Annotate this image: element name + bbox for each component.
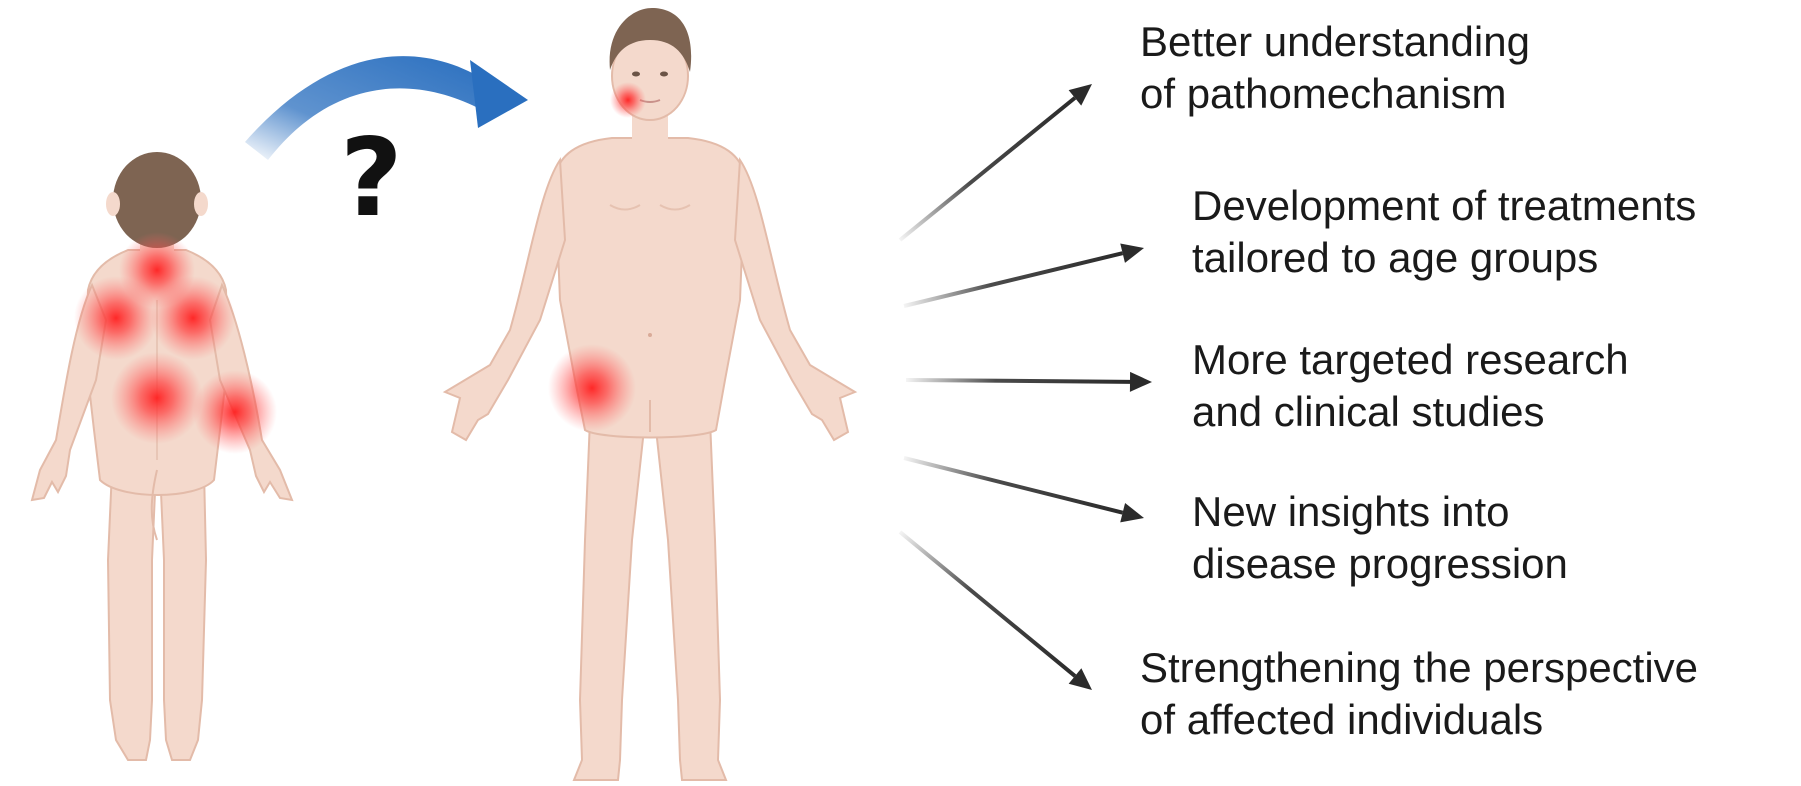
arrow-icon-2 <box>1120 243 1144 262</box>
outcome-5-line-2: of affected individuals <box>1140 694 1698 746</box>
pain-spot-hip <box>548 344 636 432</box>
arrow-icon-3 <box>1130 372 1152 392</box>
outcome-2-line-2: tailored to age groups <box>1192 232 1696 284</box>
pain-spot-lower-back <box>111 352 203 444</box>
outcome-2-line-1: Development of treatments <box>1192 180 1696 232</box>
arrow-line-5 <box>900 532 1075 676</box>
question-mark-icon: ? <box>340 125 403 233</box>
arrow-line-2 <box>904 253 1123 306</box>
outcome-1-line-1: Better understanding <box>1140 16 1530 68</box>
outcome-text-3: More targeted research and clinical stud… <box>1192 334 1629 438</box>
outcome-3-line-2: and clinical studies <box>1192 386 1629 438</box>
outcome-4-line-1: New insights into <box>1192 486 1568 538</box>
outcome-arrows <box>900 84 1152 690</box>
outcome-text-1: Better understanding of pathomechanism <box>1140 16 1530 120</box>
child-figure <box>32 152 292 760</box>
outcome-4-line-2: disease progression <box>1192 538 1568 590</box>
outcome-text-2: Development of treatments tailored to ag… <box>1192 180 1696 284</box>
pain-spot-right-shoulder <box>151 276 235 360</box>
outcome-1-line-2: of pathomechanism <box>1140 68 1530 120</box>
arrow-line-3 <box>906 380 1130 382</box>
adult-figure <box>445 8 855 780</box>
arrow-icon-4 <box>1120 503 1144 522</box>
outcome-5-line-1: Strengthening the perspective <box>1140 642 1698 694</box>
pain-spot-jaw <box>610 82 646 118</box>
outcome-text-5: Strengthening the perspective of affecte… <box>1140 642 1698 746</box>
outcome-text-4: New insights into disease progression <box>1192 486 1568 590</box>
outcome-3-line-1: More targeted research <box>1192 334 1629 386</box>
arrow-line-1 <box>900 98 1075 240</box>
arrow-line-4 <box>904 458 1123 513</box>
pain-spot-right-elbow <box>193 370 277 454</box>
pain-spot-left-shoulder <box>74 276 158 360</box>
